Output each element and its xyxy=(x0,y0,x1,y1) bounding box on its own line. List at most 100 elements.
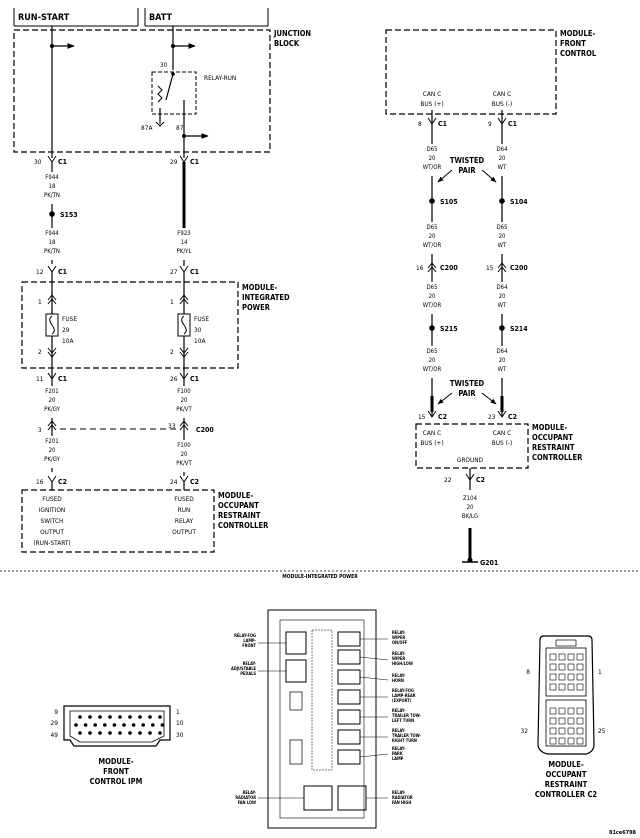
relay-pin-87: 87 xyxy=(176,124,184,132)
svg-text:TWISTED: TWISTED xyxy=(450,379,485,388)
svg-text:49: 49 xyxy=(51,731,59,739)
twisted-pair-1: TWISTED PAIR xyxy=(437,156,497,183)
svg-text:11: 11 xyxy=(36,375,44,383)
svg-text:12: 12 xyxy=(36,268,44,276)
ipm-pin xyxy=(98,715,102,719)
svg-text:10A: 10A xyxy=(62,337,73,345)
c200-pin-33: 33 C200 xyxy=(168,420,214,434)
svg-text:33: 33 xyxy=(168,422,176,430)
front-control-ipm-title-1: MODULE- xyxy=(98,757,133,766)
fc-c1-pin-8: 8 C1 xyxy=(418,117,447,128)
fc-c1-pin-9: 9 C1 xyxy=(488,117,517,128)
ipm-pin xyxy=(78,731,82,735)
f201-label-b: F201 xyxy=(45,438,58,445)
orc-c2-pin-23: 23 C2 xyxy=(488,410,517,421)
svg-text:9: 9 xyxy=(54,708,58,716)
svg-text:24: 24 xyxy=(170,478,178,486)
svg-text:OCCUPANT: OCCUPANT xyxy=(546,770,587,779)
svg-text:14: 14 xyxy=(181,239,188,246)
svg-text:WT/OR: WT/OR xyxy=(423,366,442,373)
label-relay-trailer-right: RELAY- xyxy=(392,728,406,733)
ipm-pin xyxy=(158,715,162,719)
svg-text:WT: WT xyxy=(498,164,507,171)
svg-text:PK/YL: PK/YL xyxy=(177,248,192,255)
ipm-pin xyxy=(131,723,136,727)
svg-text:HIGH/LOW: HIGH/LOW xyxy=(392,661,413,666)
ipm-pin xyxy=(103,723,107,727)
svg-text:BUS (-): BUS (-) xyxy=(492,100,513,108)
svg-text:20: 20 xyxy=(429,357,436,364)
svg-text:18: 18 xyxy=(49,183,56,190)
svg-text:CAN C: CAN C xyxy=(493,429,511,437)
svg-text:C1: C1 xyxy=(58,268,67,276)
orc-pin xyxy=(549,653,557,661)
front-control-box xyxy=(385,29,557,115)
svg-text:PK/GY: PK/GY xyxy=(44,406,60,413)
svg-text:WIPER: WIPER xyxy=(392,656,405,661)
c1-pin-30: 30 C1 xyxy=(34,155,67,166)
integrated-power-title-3: POWER xyxy=(242,303,271,312)
svg-text:IGNITION: IGNITION xyxy=(39,506,66,514)
svg-text:PAIR: PAIR xyxy=(458,166,476,175)
s153-label: S153 xyxy=(60,211,78,219)
svg-text:PK/TN: PK/TN xyxy=(44,248,60,255)
orc-pin xyxy=(567,683,575,691)
orc-pin xyxy=(558,673,566,681)
svg-text:8: 8 xyxy=(418,120,422,128)
front-control-title-1: MODULE- xyxy=(560,29,595,38)
ipm-pin xyxy=(128,731,132,735)
svg-text:OCCUPANT: OCCUPANT xyxy=(218,501,259,510)
orc-c2-pin-22: 22 C2 xyxy=(444,473,485,484)
orc-left-title-1: MODULE- xyxy=(218,491,253,500)
svg-text:22: 22 xyxy=(444,476,452,484)
orc-pin xyxy=(576,707,584,715)
svg-text:LAMP-: LAMP- xyxy=(243,638,256,643)
label-relay-wiper-high-low: RELAY- xyxy=(392,651,406,656)
run-start-wire xyxy=(50,26,75,158)
svg-text:C1: C1 xyxy=(508,120,517,128)
svg-text:27: 27 xyxy=(170,268,178,276)
orc-right-title-1: MODULE- xyxy=(532,423,567,432)
orc-pin xyxy=(558,663,566,671)
relay-run: RELAY-RUN 87A 87 xyxy=(141,71,236,154)
svg-text:RELAY: RELAY xyxy=(175,517,194,525)
ground-label: GROUND xyxy=(457,456,484,464)
fuse-30-label: FUSE xyxy=(194,315,209,323)
orc-pin xyxy=(567,663,575,671)
svg-text:C1: C1 xyxy=(58,158,67,166)
svg-text:PK/VT: PK/VT xyxy=(176,406,192,413)
svg-text:BK/LG: BK/LG xyxy=(462,513,478,520)
ipm-pin xyxy=(151,723,155,727)
svg-text:WT/OR: WT/OR xyxy=(423,302,442,309)
svg-text:FAN HIGH: FAN HIGH xyxy=(392,800,411,805)
orc-pin xyxy=(567,737,575,745)
label-relay-radiator-fan-low: RELAY- xyxy=(243,790,257,795)
orc-pin xyxy=(558,727,566,735)
f100-label-a: F100 xyxy=(177,388,191,395)
ipm-pin xyxy=(141,723,145,727)
orc-pin xyxy=(558,737,566,745)
svg-text:25: 25 xyxy=(598,727,606,735)
orc-fused-ign-1: FUSED xyxy=(42,495,62,503)
svg-text:LEFT TURN: LEFT TURN xyxy=(392,718,414,723)
orc-pin xyxy=(549,683,557,691)
ipm-pin xyxy=(138,715,142,719)
svg-text:RESTRAINT: RESTRAINT xyxy=(218,511,261,520)
svg-text:20: 20 xyxy=(429,155,436,162)
svg-text:20: 20 xyxy=(49,397,56,404)
svg-text:BUS (+): BUS (+) xyxy=(420,100,443,108)
ipm-title: MODULE-INTEGRATED POWER xyxy=(282,574,358,580)
relay-run-label: RELAY-RUN xyxy=(204,74,236,82)
orc-pin xyxy=(576,737,584,745)
svg-text:WT/OR: WT/OR xyxy=(423,242,442,249)
orc-pin xyxy=(576,653,584,661)
svg-text:C2: C2 xyxy=(438,413,447,421)
svg-text:C1: C1 xyxy=(58,375,67,383)
f201-label-a: F201 xyxy=(45,388,58,395)
svg-text:C200: C200 xyxy=(440,264,458,272)
svg-text:C1: C1 xyxy=(190,375,199,383)
svg-text:CONTROL IPM: CONTROL IPM xyxy=(90,777,143,786)
svg-text:RESTRAINT: RESTRAINT xyxy=(532,443,575,452)
svg-text:20: 20 xyxy=(499,155,506,162)
orc-pin xyxy=(549,717,557,725)
